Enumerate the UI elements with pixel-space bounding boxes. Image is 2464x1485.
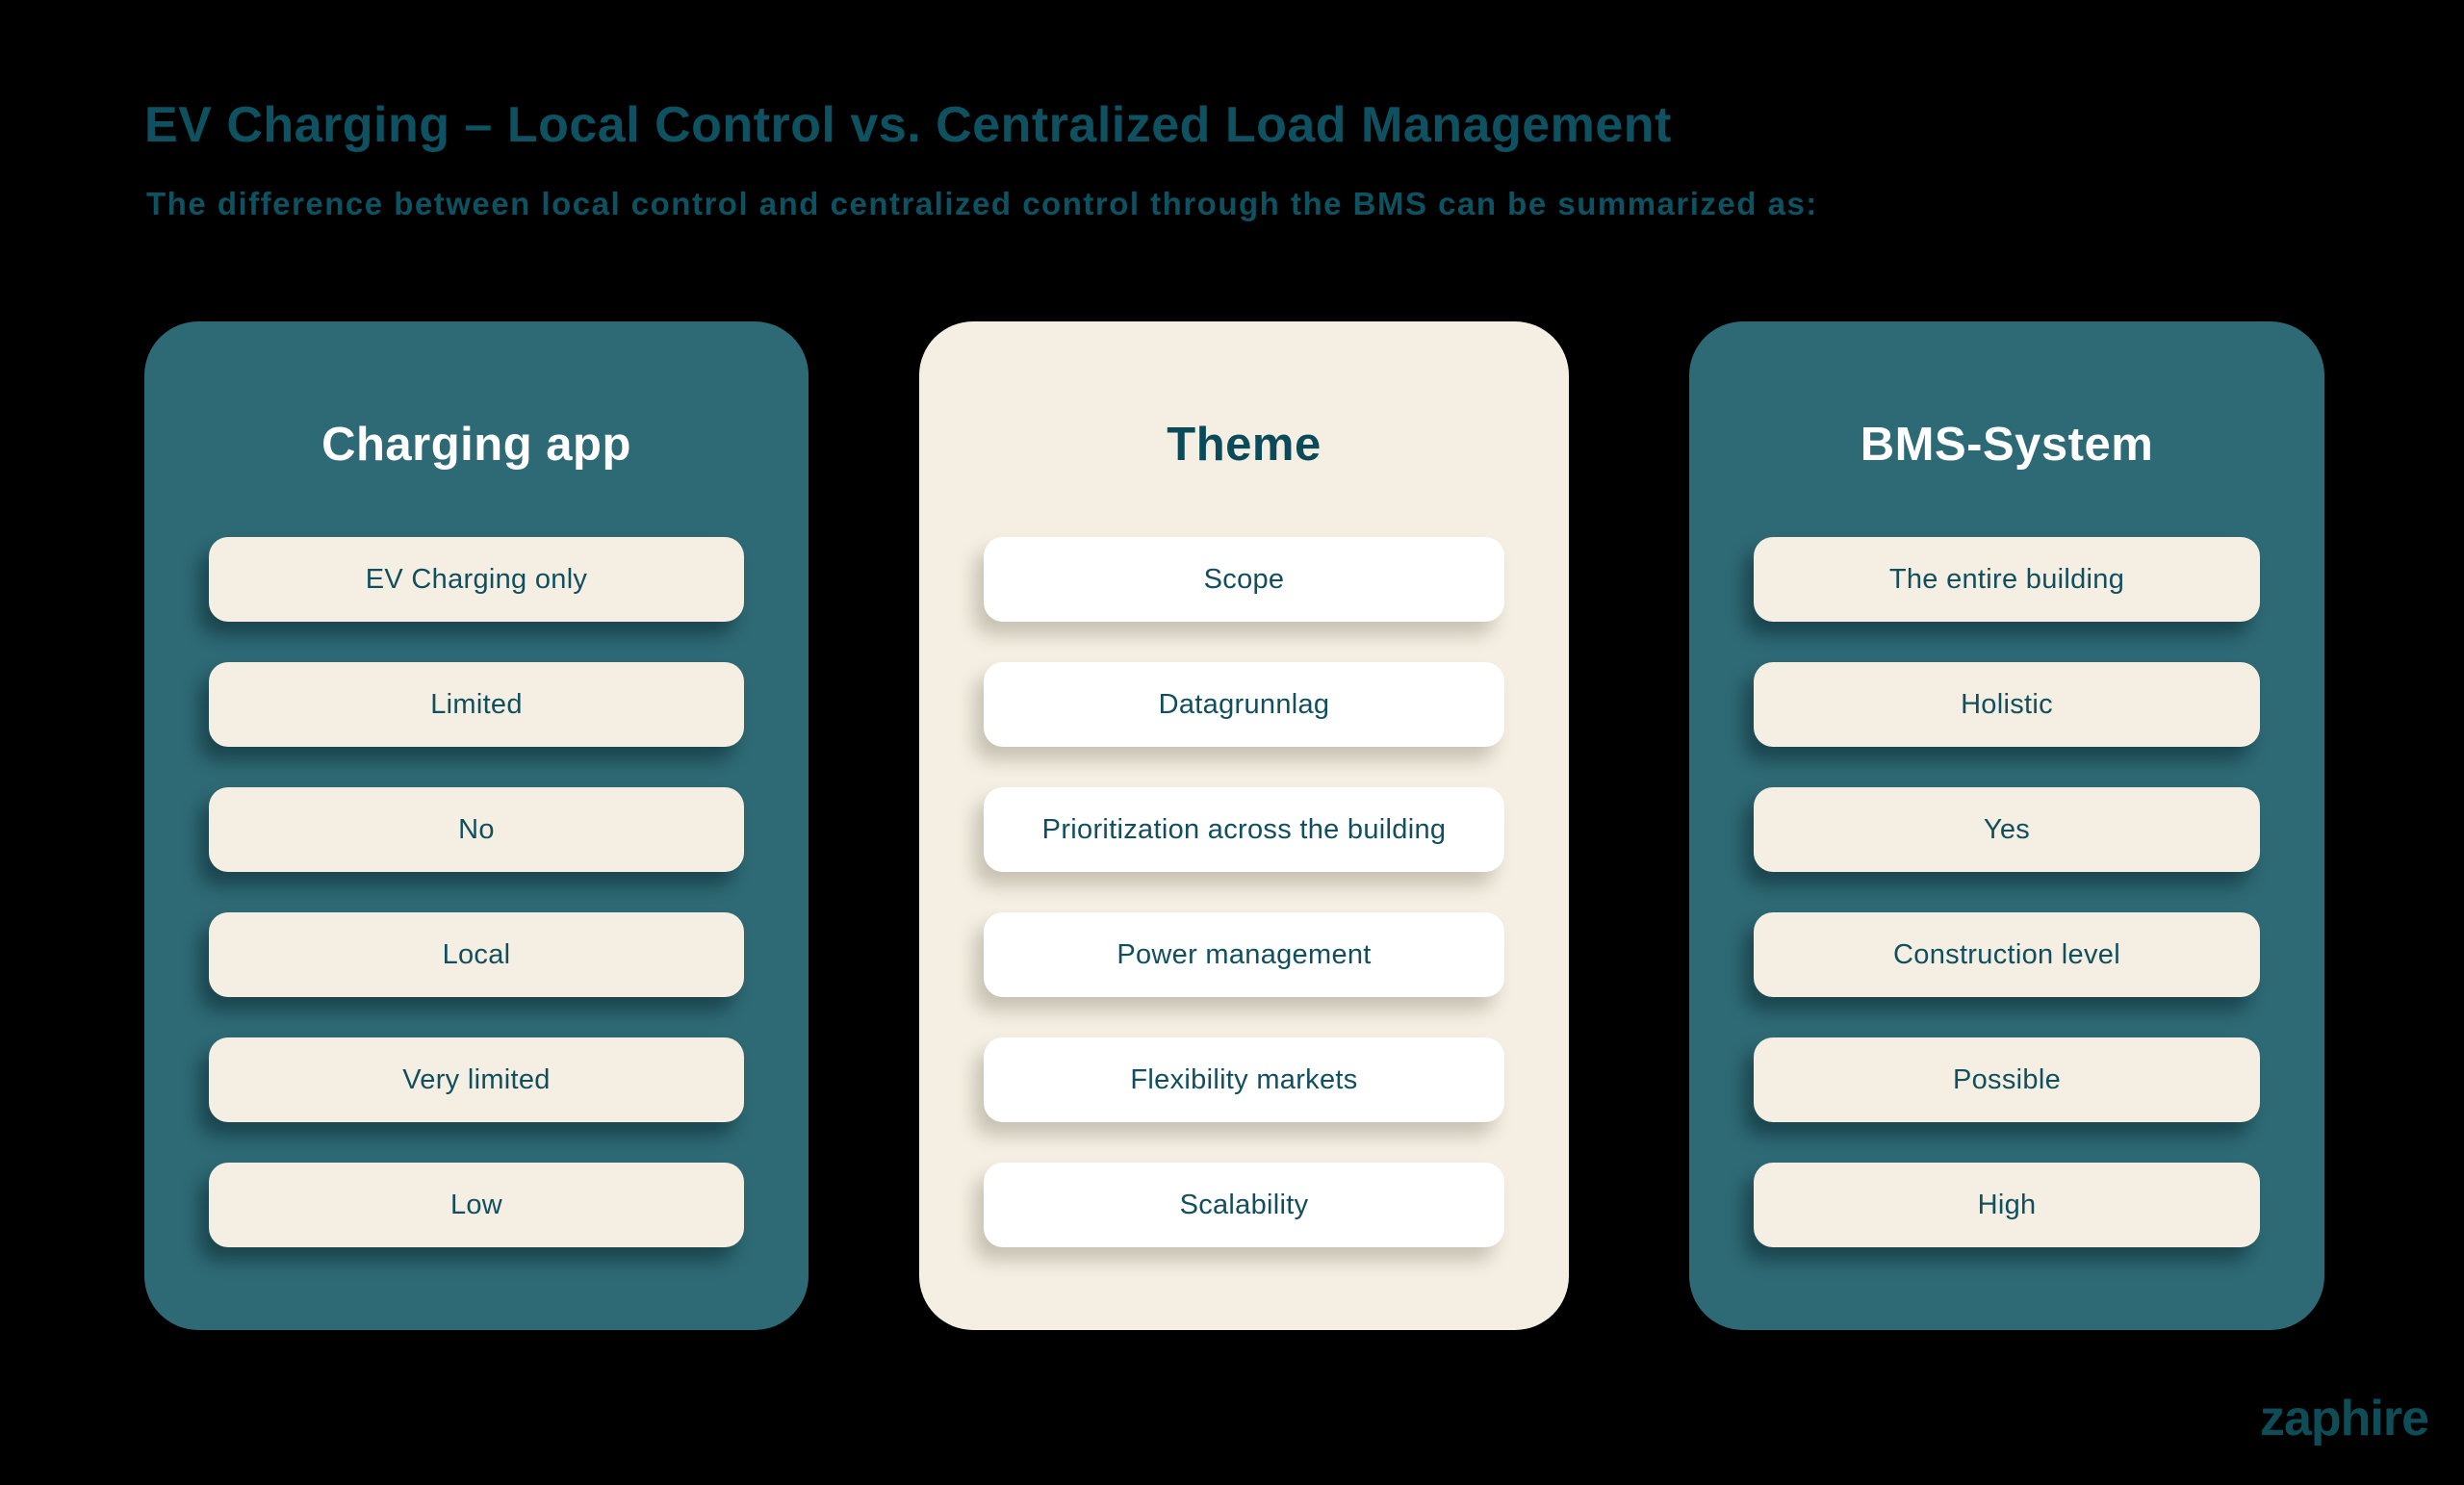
column-header-charging-app: Charging app bbox=[321, 419, 631, 471]
column-theme: Theme Scope Datagrunnlag Prioritization … bbox=[919, 321, 1569, 1330]
pill-list-theme: Scope Datagrunnlag Prioritization across… bbox=[984, 537, 1504, 1288]
pill-entire-building: The entire building bbox=[1754, 537, 2260, 622]
pill-low: Low bbox=[209, 1163, 744, 1247]
pill-no: No bbox=[209, 787, 744, 872]
pill-datagrunnlag: Datagrunnlag bbox=[984, 662, 1504, 747]
column-header-theme: Theme bbox=[1167, 419, 1322, 471]
pill-list-bms-system: The entire building Holistic Yes Constru… bbox=[1754, 537, 2260, 1288]
pill-scalability: Scalability bbox=[984, 1163, 1504, 1247]
brand-logo: zaphire bbox=[2259, 1391, 2429, 1447]
column-charging-app: Charging app EV Charging only Limited No… bbox=[144, 321, 808, 1330]
pill-yes: Yes bbox=[1754, 787, 2260, 872]
pill-power-management: Power management bbox=[984, 912, 1504, 997]
pill-prioritization: Prioritization across the building bbox=[984, 787, 1504, 872]
pill-possible: Possible bbox=[1754, 1037, 2260, 1122]
pill-ev-charging-only: EV Charging only bbox=[209, 537, 744, 622]
page-title: EV Charging – Local Control vs. Centrali… bbox=[144, 97, 1672, 153]
column-bms-system: BMS-System The entire building Holistic … bbox=[1689, 321, 2324, 1330]
pill-construction-level: Construction level bbox=[1754, 912, 2260, 997]
pill-holistic: Holistic bbox=[1754, 662, 2260, 747]
pill-limited: Limited bbox=[209, 662, 744, 747]
pill-high: High bbox=[1754, 1163, 2260, 1247]
page-subtitle: The difference between local control and… bbox=[146, 186, 1818, 221]
column-header-bms-system: BMS-System bbox=[1860, 419, 2154, 471]
pill-local: Local bbox=[209, 912, 744, 997]
pill-scope: Scope bbox=[984, 537, 1504, 622]
pill-flexibility-markets: Flexibility markets bbox=[984, 1037, 1504, 1122]
pill-list-charging-app: EV Charging only Limited No Local Very l… bbox=[209, 537, 744, 1288]
pill-very-limited: Very limited bbox=[209, 1037, 744, 1122]
